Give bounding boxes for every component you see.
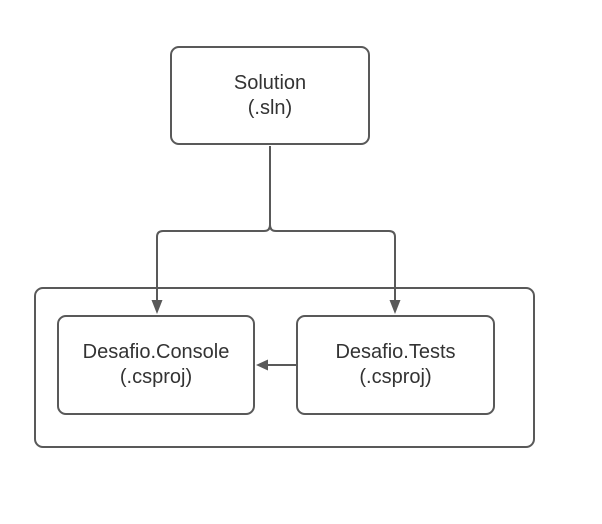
arrowhead-down-console-icon (151, 300, 163, 314)
node-tests-title: Desafio.Tests (335, 341, 456, 363)
node-desafio-tests: Desafio.Tests (.csproj) (296, 315, 495, 415)
arrowhead-left-console-icon (256, 359, 268, 371)
node-solution-title: Solution (233, 71, 307, 94)
node-desafio-console: Desafio.Console (.csproj) (57, 315, 255, 415)
connector-solution-to-console (156, 146, 271, 301)
node-console-subtitle: (.csproj) (119, 366, 193, 388)
node-solution: Solution (.sln) (170, 46, 370, 145)
node-solution-subtitle: (.sln) (247, 96, 293, 119)
node-console-title: Desafio.Console (82, 341, 230, 363)
arrowhead-down-tests-icon (389, 300, 401, 314)
node-tests-subtitle: (.csproj) (359, 366, 432, 388)
connector-solution-to-tests (269, 224, 396, 301)
group-container (34, 287, 535, 448)
